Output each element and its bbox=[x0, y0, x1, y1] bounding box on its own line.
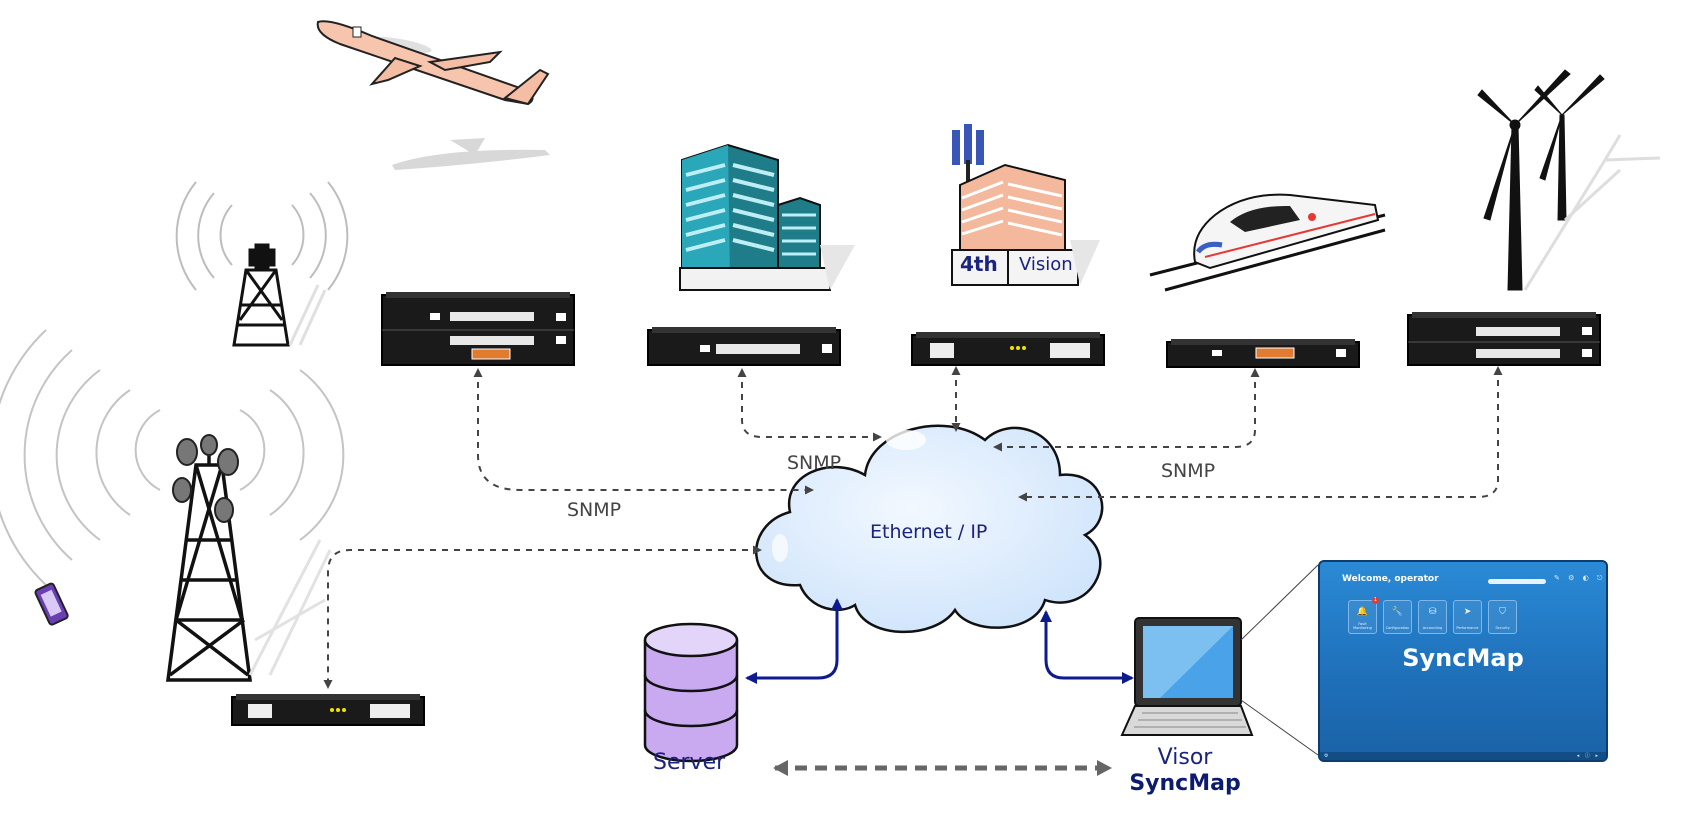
snmp-links bbox=[323, 366, 1503, 689]
tile-label: Accounting bbox=[1422, 626, 1443, 630]
mobile-phone-icon bbox=[34, 582, 69, 626]
tile-fault-monitoring: 1 🔔 Fault Monitoring bbox=[1348, 597, 1379, 634]
antenna-mast-shadow bbox=[288, 284, 327, 346]
network-device-4 bbox=[1166, 339, 1360, 368]
taskbar: ⚙ ◂ ⓘ ▸ bbox=[1320, 752, 1606, 760]
wireless-waves-small bbox=[175, 181, 349, 291]
laptop-callout-lines bbox=[1240, 564, 1319, 756]
train-icon bbox=[1149, 193, 1386, 292]
wind-turbine-icon bbox=[1477, 69, 1605, 291]
search-input bbox=[1488, 579, 1546, 584]
toolbar-icons: ✎ ⚙ ◐ ⎋ bbox=[1554, 574, 1606, 582]
tile-label: Fault Monitoring bbox=[1353, 622, 1372, 630]
tile-security: ⛉ Security bbox=[1488, 600, 1517, 634]
bell-icon: 🔔 bbox=[1356, 607, 1369, 617]
cell-tower-shadow bbox=[248, 539, 332, 676]
wrench-icon: 🔧 bbox=[1391, 607, 1404, 617]
antenna-mast-icon bbox=[232, 243, 290, 347]
network-device-5 bbox=[1407, 312, 1601, 366]
server-cloud-links bbox=[745, 598, 1134, 684]
shield-icon: ⛉ bbox=[1499, 607, 1506, 617]
send-icon: ➤ bbox=[1463, 607, 1472, 617]
module-tiles: 1 🔔 Fault Monitoring 🔧 Configuration ⛁ A… bbox=[1348, 597, 1517, 634]
building-4th-label: 4th bbox=[960, 252, 998, 276]
tile-label: Performance bbox=[1456, 626, 1479, 630]
database-server-icon bbox=[643, 622, 739, 763]
network-device-1 bbox=[381, 292, 575, 366]
tile-accounting: ⛁ Accounting bbox=[1418, 600, 1447, 634]
network-device-6 bbox=[231, 694, 425, 726]
snmp-label-3: SNMP bbox=[1161, 460, 1216, 482]
tile-label: Security bbox=[1495, 626, 1510, 630]
network-device-2 bbox=[647, 327, 841, 366]
syncmap-screenshot: Welcome, operator ✎ ⚙ ◐ ⎋ 1 🔔 Fault Moni… bbox=[1318, 560, 1608, 762]
tile-configuration: 🔧 Configuration bbox=[1383, 600, 1412, 634]
cloud-label: Ethernet / IP bbox=[870, 521, 988, 543]
database-icon: ⛁ bbox=[1428, 607, 1437, 617]
alert-badge: 1 bbox=[1372, 597, 1379, 604]
airplane-shadow bbox=[392, 138, 550, 170]
wireless-waves-large bbox=[0, 329, 345, 586]
snmp-label-2: SNMP bbox=[567, 499, 622, 521]
snmp-label-1: SNMP bbox=[787, 452, 842, 474]
cell-tower-dishes bbox=[172, 434, 239, 523]
syncmap-brand: SyncMap bbox=[1402, 644, 1524, 672]
laptop-icon bbox=[1120, 617, 1254, 736]
visor-brand-label: SyncMap bbox=[1129, 771, 1241, 796]
wind-turbine-shadow bbox=[1523, 134, 1661, 291]
tile-label: Configuration bbox=[1385, 626, 1410, 630]
4th-vision-building-icon bbox=[951, 124, 1100, 286]
welcome-text: Welcome, operator bbox=[1342, 574, 1439, 584]
server-label: Server bbox=[653, 750, 726, 775]
cell-tower-icon bbox=[166, 440, 252, 682]
office-building-icon bbox=[679, 143, 855, 291]
building-vision-label: Vision bbox=[1019, 254, 1073, 275]
tile-performance: ➤ Performance bbox=[1453, 600, 1482, 634]
start-icon: ⚙ bbox=[1324, 753, 1329, 759]
airplane-icon bbox=[316, 20, 550, 106]
tray-icons: ◂ ⓘ ▸ bbox=[1576, 753, 1600, 759]
visor-label: Visor bbox=[1157, 745, 1213, 770]
network-device-3 bbox=[911, 332, 1105, 366]
